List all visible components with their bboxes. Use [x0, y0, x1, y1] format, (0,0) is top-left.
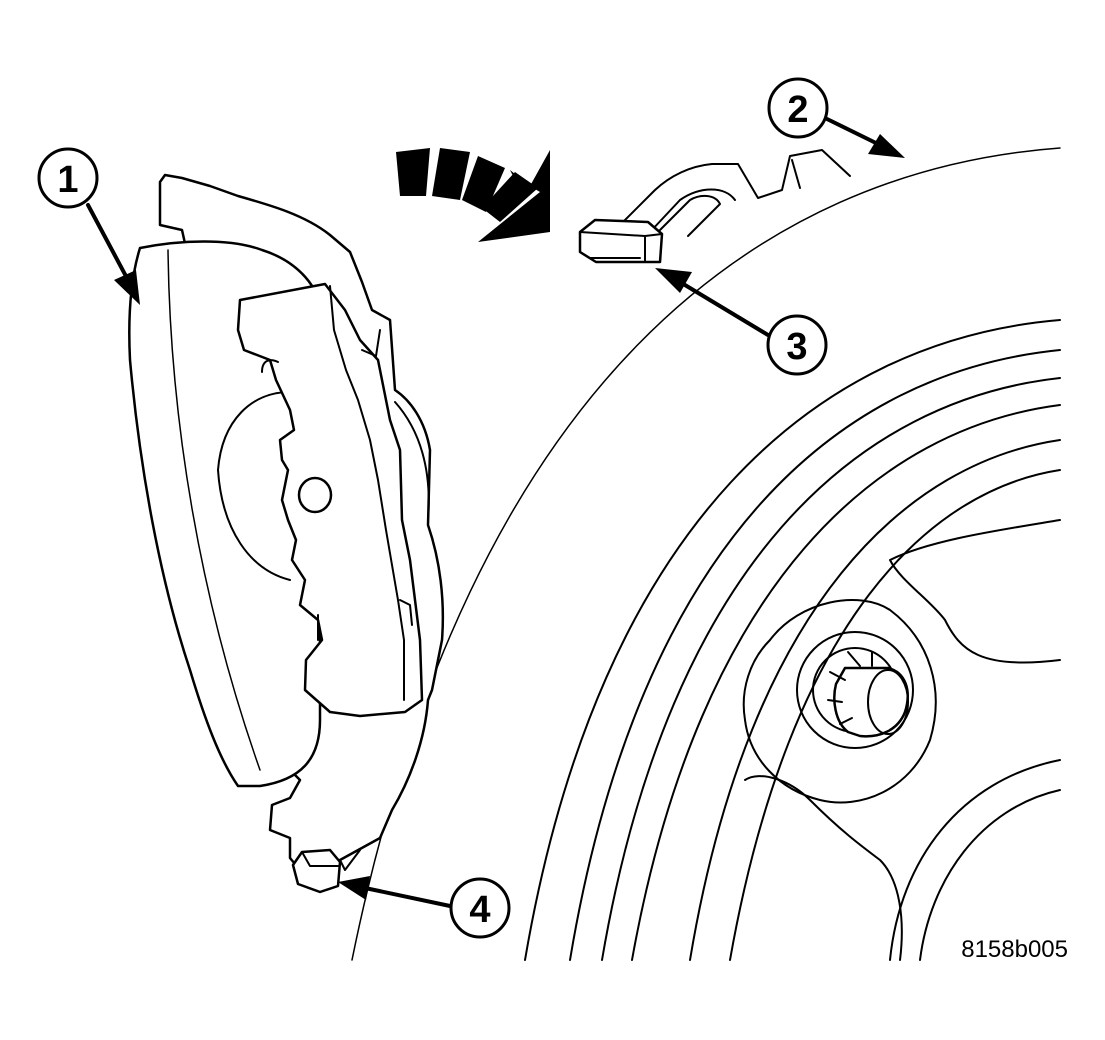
- brake-rotor: [351, 147, 1061, 961]
- brake-pad-assembly: [128, 173, 445, 894]
- callout-1: 1: [37, 147, 99, 209]
- callout-2-label: 2: [787, 89, 808, 131]
- callout-3-label: 3: [786, 326, 807, 368]
- wheel-stud: [796, 631, 914, 749]
- callout-3: 3: [766, 314, 828, 376]
- caliper-adapter-abutment: [614, 149, 851, 261]
- motion-direction-arrow: [396, 148, 550, 242]
- callout-4-label: 4: [469, 889, 490, 931]
- leader-arrows: [86, 116, 905, 908]
- callout-2: 2: [767, 77, 829, 139]
- figure-id: 8158b005: [961, 936, 1068, 963]
- callout-4: 4: [449, 877, 511, 939]
- anti-rattle-clip: [578, 218, 664, 264]
- callout-1-label: 1: [57, 159, 78, 201]
